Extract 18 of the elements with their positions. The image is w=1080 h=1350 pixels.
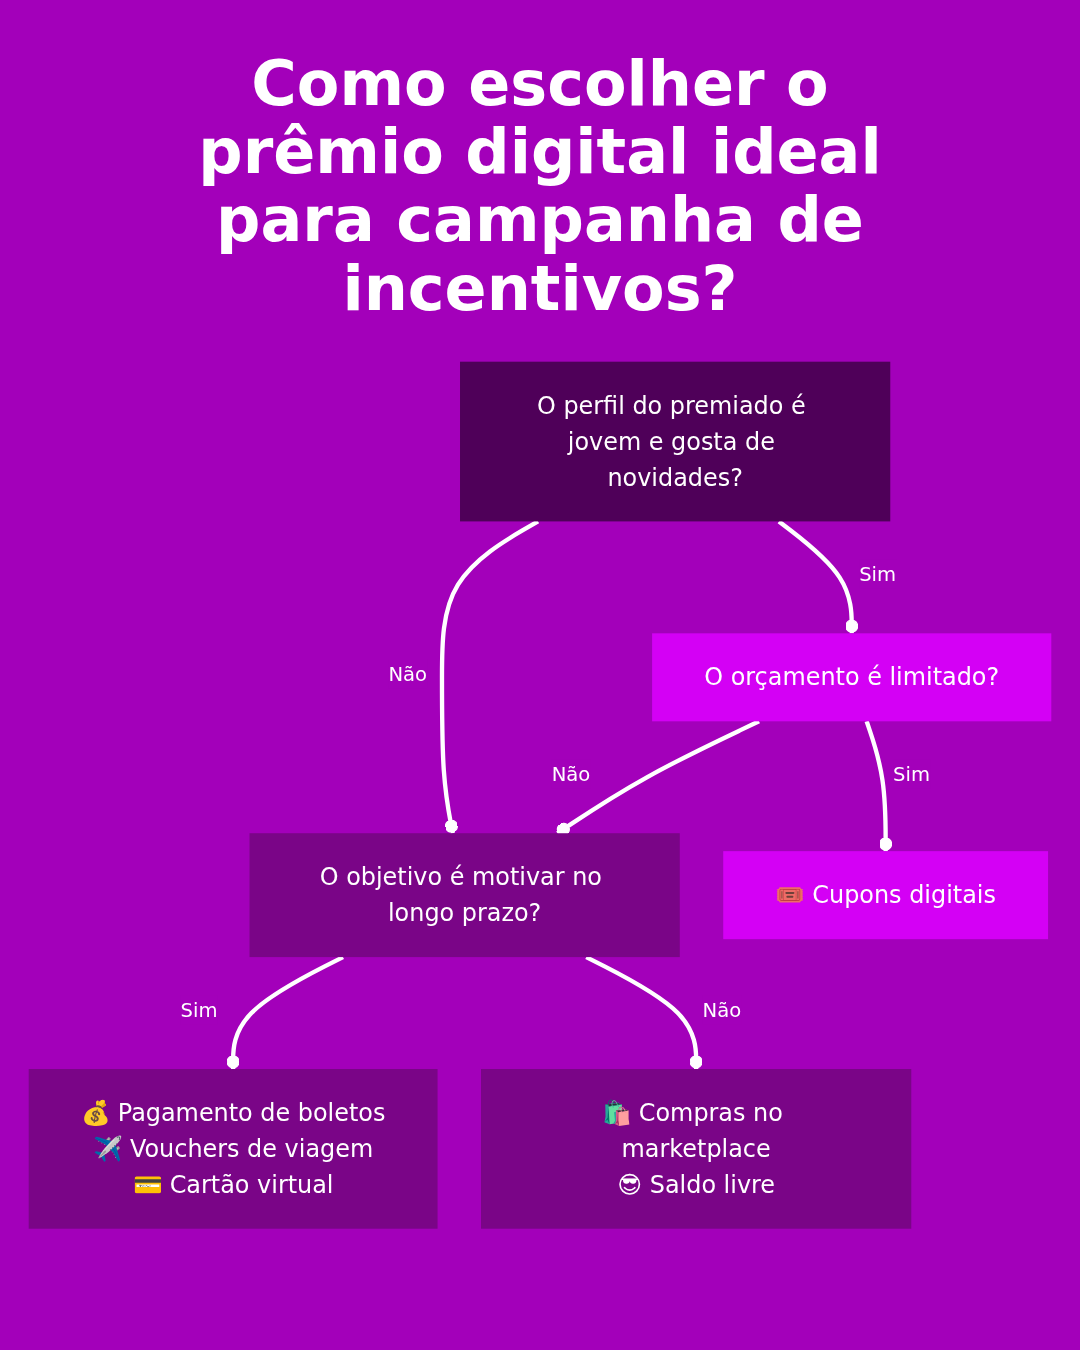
node-box: O orçamento é limitado?	[652, 633, 1052, 722]
title: Como escolher o prêmio digital ideal para campanha de incentivos?	[197, 50, 883, 323]
edge-label: Não	[702, 998, 742, 1021]
edge-label: Sim	[859, 562, 897, 586]
connector	[777, 519, 859, 634]
node-box: O perfil do premiado é jovem e gosta de novidades?	[460, 361, 891, 522]
node-box: 🎟 Cupons digitais	[723, 850, 1049, 939]
edge-label: Sim	[180, 998, 218, 1021]
connector	[864, 720, 893, 851]
connector	[439, 519, 540, 834]
edge-label: Não	[388, 662, 427, 686]
edge-label: Sim	[893, 762, 930, 786]
node-box: O objetivo é motivar no longo prazo?	[249, 833, 680, 957]
node-box: 💰 Pagamento de boletos ✈ Vouchers de viagem 💳 Cartão virtual	[28, 1068, 438, 1229]
connector	[226, 954, 344, 1069]
connector	[585, 954, 703, 1069]
node-box: 🛍 Compras no marketplace 😎 Saldo livre	[481, 1068, 912, 1229]
edge-label: Não	[551, 762, 591, 786]
